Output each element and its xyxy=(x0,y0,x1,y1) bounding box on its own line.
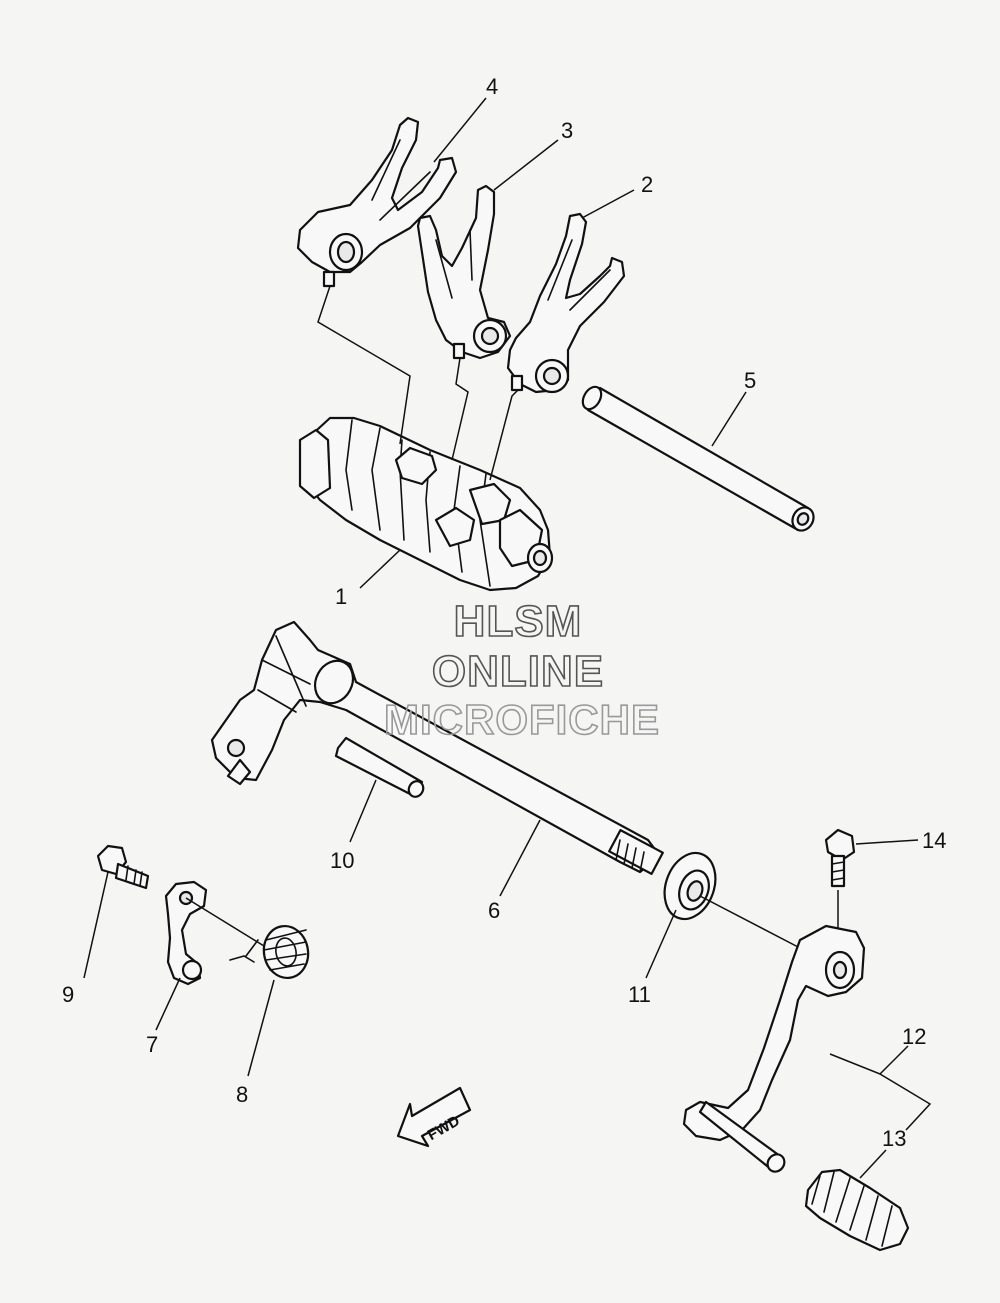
shift-pedal-rubber-13 xyxy=(804,1168,910,1252)
callout-11: 11 xyxy=(628,982,651,1007)
stopper-lever-7 xyxy=(164,880,208,986)
callout-9: 9 xyxy=(62,982,74,1007)
callout-6: 6 xyxy=(488,898,500,923)
callout-leaders xyxy=(83,97,932,1179)
oil-seal-11 xyxy=(663,851,717,921)
callout-2: 2 xyxy=(641,172,653,197)
shift-fork-2 xyxy=(506,212,626,394)
shift-fork-3 xyxy=(416,184,512,360)
bolt-14 xyxy=(824,828,856,888)
callout-4: 4 xyxy=(486,74,498,99)
torsion-spring-8 xyxy=(229,925,310,979)
callout-10: 10 xyxy=(330,848,354,873)
shift-cam-1 xyxy=(298,416,554,592)
shift-pedal-12 xyxy=(682,924,866,1173)
callout-1: 1 xyxy=(335,584,347,609)
callout-labels: 1 2 3 4 5 6 7 8 9 10 11 12 13 14 xyxy=(62,74,946,1151)
bolt-9 xyxy=(96,844,150,890)
watermark-line-3: MICROFICHE xyxy=(384,696,660,743)
forward-direction-arrow: FWD xyxy=(396,1086,472,1148)
callout-3: 3 xyxy=(561,118,573,143)
watermark-line-1: HLSM xyxy=(454,597,583,646)
shift-shaft-6 xyxy=(210,620,664,875)
watermark: HLSM ONLINE MICROFICHE xyxy=(383,596,660,744)
shift-fork-shaft-5 xyxy=(581,385,815,532)
callout-8: 8 xyxy=(236,1082,248,1107)
callout-5: 5 xyxy=(744,368,756,393)
callout-14: 14 xyxy=(922,828,946,853)
callout-13: 13 xyxy=(882,1126,906,1151)
callout-12: 12 xyxy=(902,1024,926,1049)
shift-fork-4 xyxy=(296,116,458,288)
callout-7: 7 xyxy=(146,1032,158,1057)
watermark-line-2: ONLINE xyxy=(432,647,604,696)
dowel-pin-10 xyxy=(334,736,425,798)
